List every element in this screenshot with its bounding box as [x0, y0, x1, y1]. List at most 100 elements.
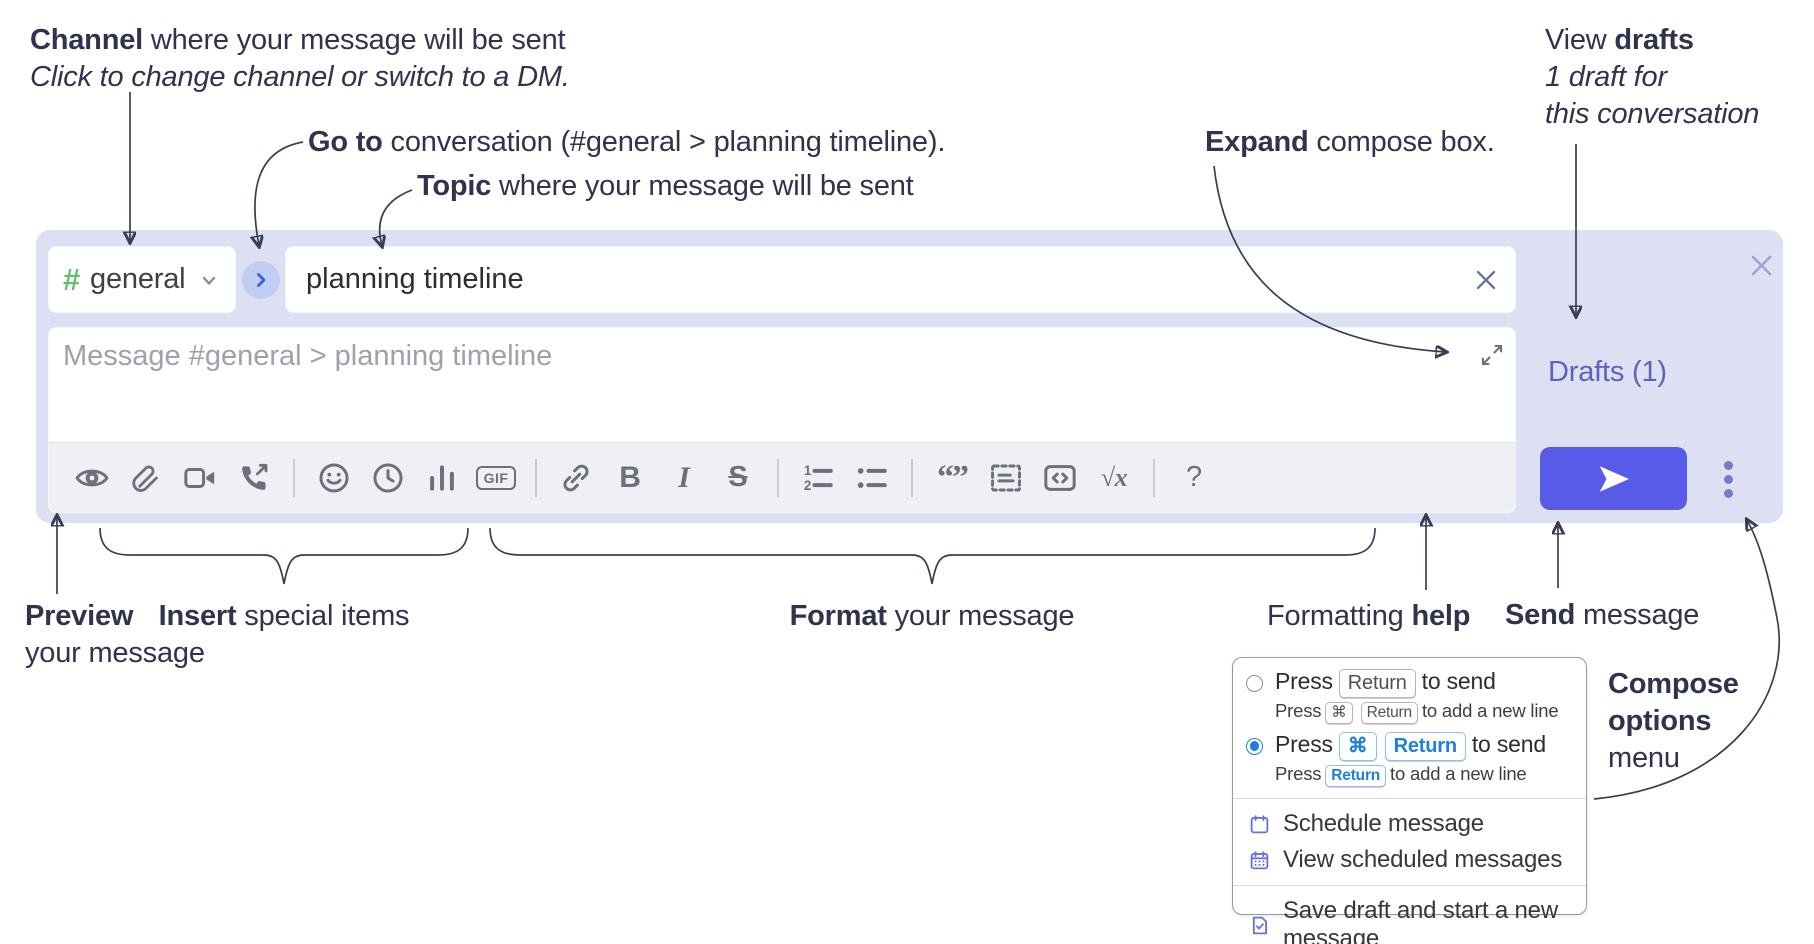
close-compose-icon[interactable] [1748, 252, 1775, 279]
brace-format [489, 527, 1376, 585]
spoiler-button[interactable] [987, 457, 1025, 499]
menu-item-schedule-message[interactable]: Schedule message [1233, 806, 1586, 842]
menu-item-label: View scheduled messages [1283, 846, 1563, 874]
insert-link-button[interactable] [557, 457, 595, 499]
attach-file-icon [130, 462, 162, 494]
italic-icon: I [678, 460, 690, 494]
topic-box [285, 246, 1516, 313]
math-button[interactable]: √x [1095, 457, 1133, 499]
annotation-formatting-help: Formatting help [1267, 600, 1471, 632]
code-button[interactable] [1041, 457, 1079, 499]
preview-eye-button[interactable] [73, 457, 111, 499]
insert-link-icon [559, 461, 593, 495]
annotation-send: Send message [1505, 599, 1700, 631]
annotation-drafts: View drafts 1 draft for this conversatio… [1545, 22, 1759, 133]
video-call-icon [183, 461, 217, 495]
annotation-drafts-line2: 1 draft for [1545, 61, 1667, 93]
strikethrough-button[interactable]: S [719, 457, 757, 499]
brace-insert [99, 527, 469, 585]
quote-icon: “” [937, 458, 969, 496]
video-call-button[interactable] [181, 457, 219, 499]
chevron-right-icon [257, 273, 266, 287]
svg-text:1: 1 [804, 463, 812, 478]
annotation-drafts-line1: View drafts [1545, 24, 1694, 56]
add-time-button[interactable] [369, 457, 407, 499]
emoji-icon [317, 461, 351, 495]
menu-item-save-draft-and-start-a-new-message[interactable]: Save draft and start a new message [1233, 893, 1586, 944]
annotation-drafts-line3: this conversation [1545, 98, 1760, 130]
annotation-channel-line2: Click to change channel or switch to a D… [30, 61, 570, 93]
expand-compose-icon[interactable] [1479, 342, 1505, 368]
voice-call-button[interactable] [235, 457, 273, 499]
help-button[interactable]: ? [1175, 457, 1213, 499]
help-icon: ? [1186, 461, 1202, 493]
gif-button[interactable]: GIF [475, 457, 517, 499]
voice-call-icon [238, 462, 270, 494]
send-icon [1599, 465, 1629, 492]
quote-button[interactable]: “” [933, 457, 971, 499]
add-time-icon [371, 461, 405, 495]
bulleted-list-button[interactable] [853, 457, 891, 499]
compose-box: # general GIF B I S 12 “” √x? Drafts (1) [36, 230, 1783, 523]
send-button[interactable] [1540, 447, 1687, 510]
spoiler-icon [989, 461, 1023, 495]
drafts-link[interactable]: Drafts (1) [1548, 356, 1667, 388]
annotation-goto: Go to conversation (#general > planning … [308, 126, 946, 158]
math-icon: √x [1100, 462, 1128, 492]
clear-topic-icon[interactable] [1473, 267, 1499, 293]
calendar-dots-icon [1249, 850, 1270, 871]
ellipsis-dot [1723, 488, 1733, 498]
annotation-format: Format your message [789, 600, 1075, 632]
emoji-button[interactable] [315, 457, 353, 499]
message-input[interactable] [49, 328, 1515, 442]
menu-item-view-scheduled-messages[interactable]: View scheduled messages [1233, 842, 1586, 878]
italic-button[interactable]: I [665, 457, 703, 499]
preview-eye-icon [75, 461, 109, 495]
topic-input[interactable] [286, 263, 1473, 296]
bulleted-list-icon [855, 461, 889, 495]
bold-icon: B [619, 460, 641, 494]
chevron-down-icon [202, 276, 216, 285]
radio-selected-icon[interactable] [1246, 737, 1263, 755]
channel-selector[interactable]: # general [48, 246, 236, 313]
radio-icon[interactable] [1246, 674, 1263, 692]
popup-divider [1233, 885, 1586, 887]
annotation-compose-options-line3: menu [1608, 742, 1680, 774]
toolbar-divider [535, 458, 537, 497]
poll-icon [425, 461, 459, 495]
annotation-compose-options: Compose options menu [1608, 666, 1739, 777]
poll-button[interactable] [423, 457, 461, 499]
channel-hash-icon: # [63, 261, 81, 297]
menu-item-label: Schedule message [1283, 810, 1484, 838]
toolbar-divider [1153, 458, 1155, 497]
svg-text:2: 2 [804, 478, 811, 493]
gif-icon: GIF [475, 465, 517, 490]
strikethrough-icon: S [728, 461, 748, 493]
attach-file-button[interactable] [127, 457, 165, 499]
draft-save-icon [1249, 915, 1270, 936]
ellipsis-dot [1723, 460, 1733, 470]
popup-divider [1233, 798, 1586, 800]
go-to-conversation-button[interactable] [242, 261, 280, 299]
toolbar-divider [777, 458, 779, 497]
annotation-channel-line1: Channel where your message will be sent [30, 24, 566, 56]
bold-button[interactable]: B [611, 457, 649, 499]
toolbar-divider [911, 458, 913, 497]
annotation-channel: Channel where your message will be sent … [30, 22, 570, 96]
annotation-preview-line1: Preview [25, 600, 134, 632]
compose-options-button[interactable] [1717, 456, 1739, 502]
calendar-icon [1249, 814, 1270, 835]
channel-name: general [90, 263, 186, 295]
annotation-preview-line2: your message [25, 637, 205, 669]
